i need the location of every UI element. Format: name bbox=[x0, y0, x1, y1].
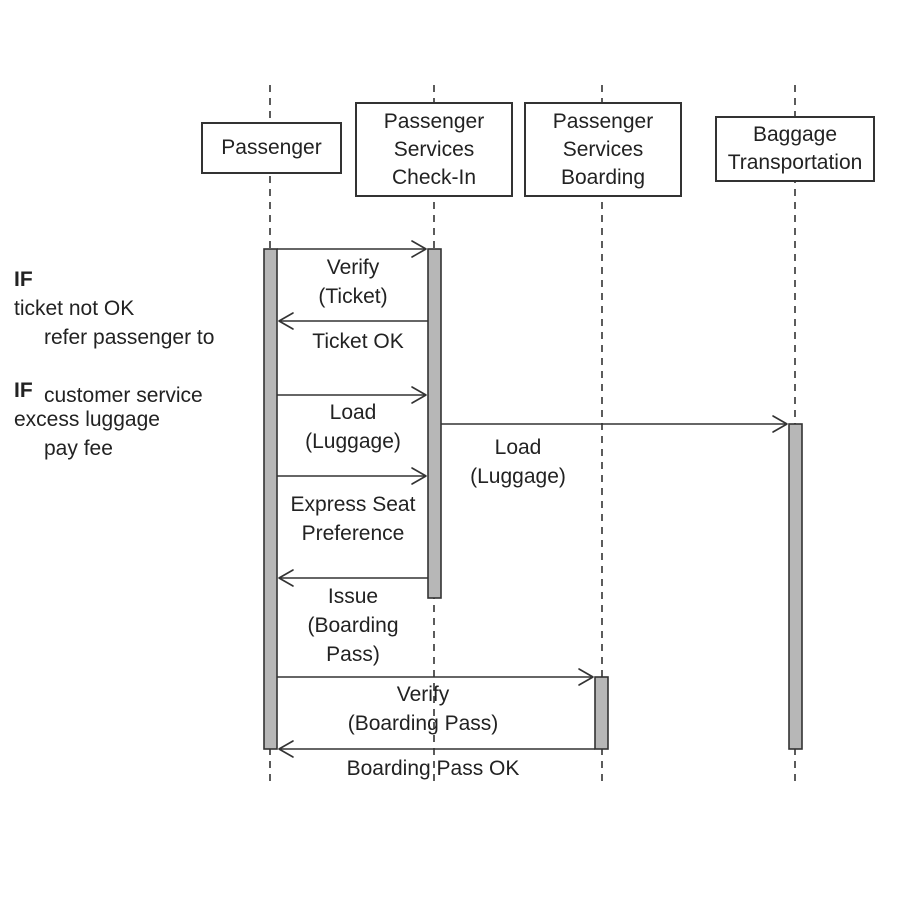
participant-passenger-label: Passenger bbox=[221, 136, 322, 159]
message-express-seat-arrow bbox=[277, 467, 427, 485]
message-load-luggage-baggage-arrow bbox=[441, 415, 788, 433]
participant-boarding: Passenger Services Boarding bbox=[524, 102, 682, 197]
message-issue-boarding-pass-arrow bbox=[278, 569, 428, 587]
note-ticket-keyword: IF bbox=[14, 268, 33, 291]
note-luggage-line-1: excess luggage bbox=[14, 408, 160, 431]
message-load-luggage-label: Load (Luggage) bbox=[305, 401, 401, 453]
note-luggage-condition: IF excess luggage pay fee bbox=[14, 347, 160, 492]
message-load-luggage-arrow bbox=[277, 386, 427, 404]
activation-passenger bbox=[263, 248, 278, 750]
note-luggage-line-2: pay fee bbox=[44, 437, 113, 460]
participant-passenger: Passenger bbox=[201, 122, 342, 174]
activation-boarding bbox=[594, 676, 609, 750]
note-ticket-line-2: refer passenger to bbox=[44, 326, 215, 349]
message-boarding-pass-ok-label: Boarding Pass OK bbox=[346, 757, 520, 780]
message-verify-ticket-label: Verify (Ticket) bbox=[318, 256, 388, 308]
message-verify-boarding-pass-arrow bbox=[277, 668, 594, 686]
message-verify-boarding-pass-label: Verify (Boarding Pass) bbox=[347, 683, 499, 735]
message-boarding-pass-ok-arrow bbox=[278, 740, 595, 758]
message-ticket-ok-label: Ticket OK bbox=[312, 330, 404, 353]
participant-boarding-label: Passenger Services Boarding bbox=[552, 109, 654, 189]
note-ticket-condition: IF ticket not OK refer passenger to cust… bbox=[14, 236, 214, 439]
message-issue-boarding-pass-label: Issue (Boarding Pass) bbox=[307, 585, 399, 666]
note-ticket-line-3: customer service bbox=[44, 384, 203, 407]
participant-checkin-label: Passenger Services Check-In bbox=[383, 109, 485, 189]
message-express-seat-label: Express Seat Preference bbox=[290, 493, 416, 545]
message-ticket-ok-arrow bbox=[278, 312, 428, 330]
participant-checkin: Passenger Services Check-In bbox=[355, 102, 513, 197]
participant-baggage: Baggage Transportation bbox=[715, 116, 875, 182]
participant-baggage-label: Baggage Transportation bbox=[727, 123, 863, 174]
message-load-luggage-baggage-label: Load (Luggage) bbox=[470, 436, 566, 488]
activation-baggage bbox=[788, 423, 803, 750]
note-ticket-line-1: ticket not OK bbox=[14, 297, 135, 320]
note-luggage-keyword: IF bbox=[14, 379, 33, 402]
message-verify-ticket-arrow bbox=[277, 240, 427, 258]
